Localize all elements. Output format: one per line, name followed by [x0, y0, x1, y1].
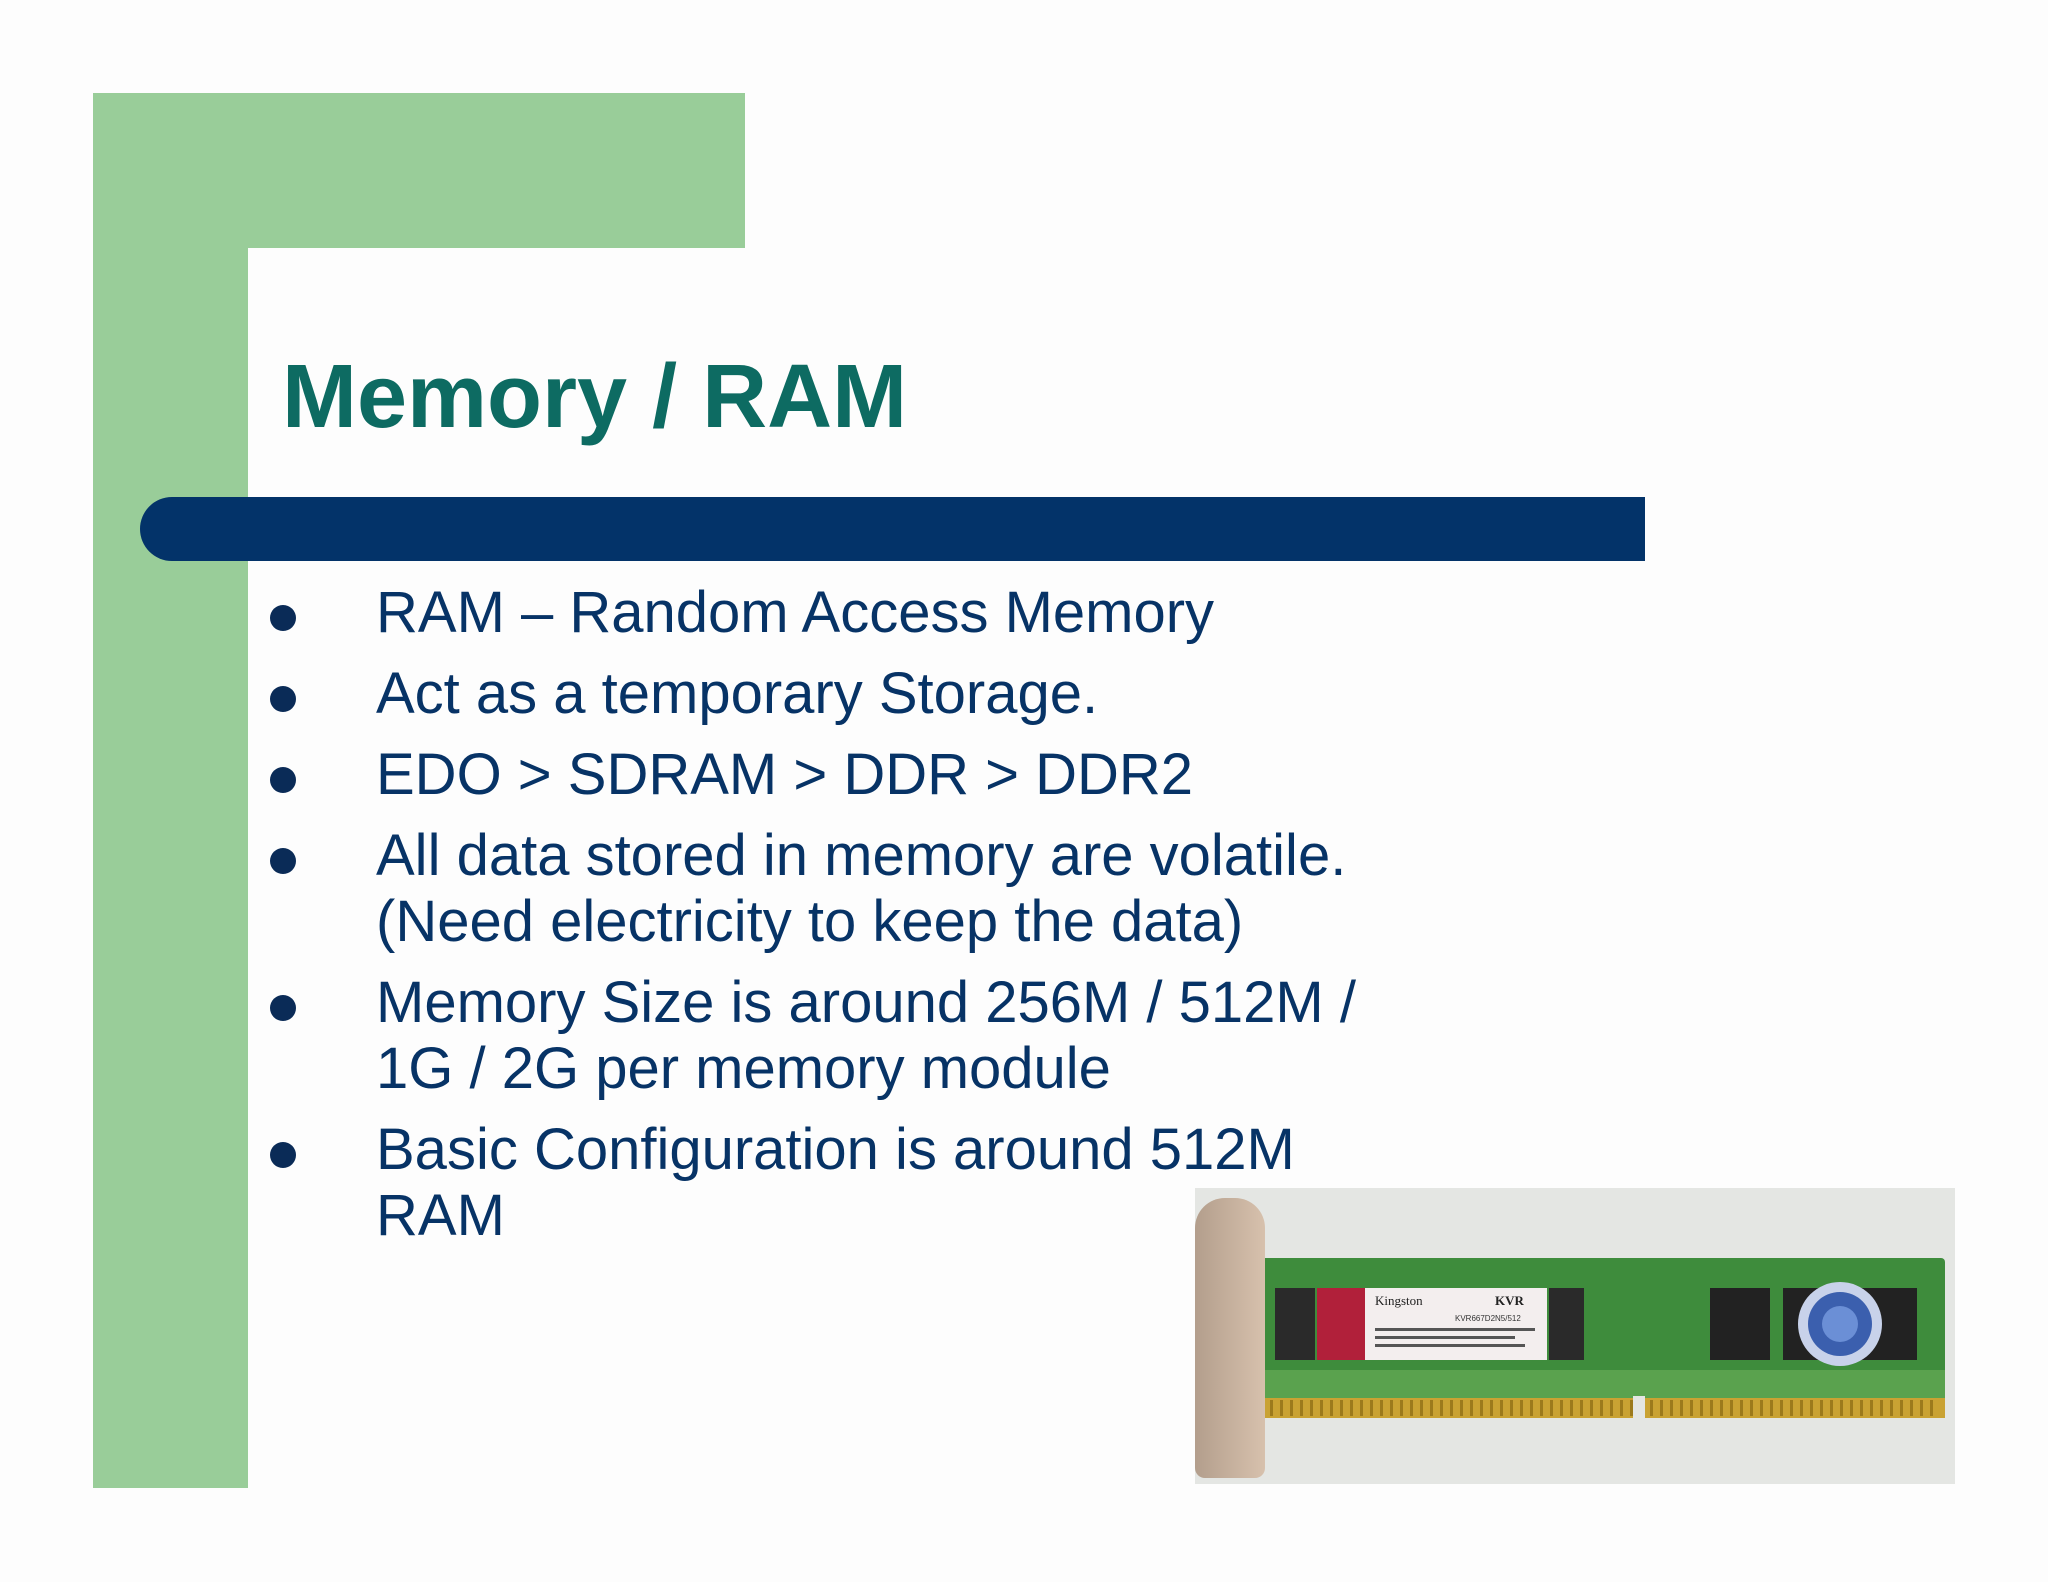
ram-module-illustration: Kingston KVR KVR667D2N5/512: [1255, 1258, 1945, 1418]
bullet-icon: [270, 1142, 296, 1168]
list-item: RAM – Random Access Memory: [268, 580, 1376, 646]
bullet-icon: [270, 686, 296, 712]
list-item: Basic Configuration is around 512M RAM: [268, 1117, 1376, 1249]
bullet-text: Memory Size is around 256M / 512M / 1G /…: [376, 970, 1356, 1101]
list-item: EDO > SDRAM > DDR > DDR2: [268, 742, 1376, 808]
bullet-icon: [270, 605, 296, 631]
list-item: Act as a temporary Storage.: [268, 661, 1376, 727]
ram-label-brand: Kingston: [1375, 1293, 1423, 1308]
bullet-text: All data stored in memory are volatile. …: [376, 823, 1347, 954]
title-underline-bar: [140, 497, 1645, 561]
ram-label-model: KVR: [1495, 1293, 1525, 1308]
decor-green-side: [93, 93, 248, 1488]
bullet-text: Act as a temporary Storage.: [376, 661, 1099, 726]
bullet-icon: [270, 848, 296, 874]
ram-module-photo: Kingston KVR KVR667D2N5/512: [1195, 1188, 1955, 1484]
bullet-text: Basic Configuration is around 512M RAM: [376, 1117, 1295, 1248]
bullet-icon: [270, 767, 296, 793]
bullet-icon: [270, 995, 296, 1021]
bullet-text: RAM – Random Access Memory: [376, 580, 1215, 645]
bullet-text: EDO > SDRAM > DDR > DDR2: [376, 742, 1194, 807]
list-item: All data stored in memory are volatile. …: [268, 823, 1376, 955]
hand-finger: [1195, 1198, 1265, 1478]
ram-label-part: KVR667D2N5/512: [1455, 1314, 1521, 1323]
slide-title: Memory / RAM: [282, 347, 908, 447]
bullet-list: RAM – Random Access Memory Act as a temp…: [268, 580, 1376, 1264]
list-item: Memory Size is around 256M / 512M / 1G /…: [268, 970, 1376, 1102]
